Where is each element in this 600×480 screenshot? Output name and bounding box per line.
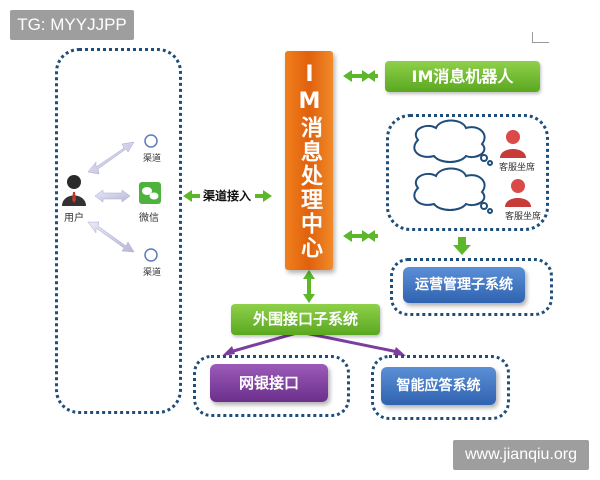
watermark-site: www.jianqiu.org xyxy=(453,440,589,470)
corner-mark xyxy=(532,32,549,43)
wechat-label: 微信 xyxy=(139,213,159,224)
agent-1-label: 客服坐席 xyxy=(499,163,536,173)
agents-frame xyxy=(386,114,549,231)
smart-frame xyxy=(371,355,510,420)
im-bot-box: IM消息机器人 xyxy=(385,61,540,92)
cloud-2 xyxy=(413,167,493,214)
channel-bottom-label: 渠道 xyxy=(143,268,162,278)
user-to-wechat-arrow xyxy=(94,189,131,203)
user-channel-frame xyxy=(55,48,182,414)
user-to-channel-top-arrow xyxy=(87,141,135,175)
agent-2-label: 客服坐席 xyxy=(505,212,542,222)
channel-access-double-arrow xyxy=(183,190,272,202)
user-icon xyxy=(62,175,86,206)
user-label: 用户 xyxy=(64,213,84,224)
bank-frame xyxy=(193,355,350,417)
user-to-channel-bottom-arrow xyxy=(87,221,135,253)
channel-top-label: 渠道 xyxy=(143,154,162,164)
bank-box: 网银接口 xyxy=(210,364,328,402)
smart-box: 智能应答系统 xyxy=(381,367,496,405)
im-center-label: IM消息处理中心 xyxy=(297,61,322,260)
agent-2-icon xyxy=(505,179,531,207)
bot-double-arrow xyxy=(343,70,378,82)
ops-box: 运营管理子系统 xyxy=(403,267,525,303)
cloud-1 xyxy=(413,119,493,166)
watermark-tag: TG: MYYJJPP xyxy=(10,10,134,40)
agent-1-icon xyxy=(500,130,526,158)
center-external-double-arrow xyxy=(303,270,315,303)
im-center-box: IM消息处理中心 xyxy=(285,51,333,270)
ops-frame xyxy=(390,258,553,316)
channel-top-icon xyxy=(144,134,158,148)
external-to-smart-line xyxy=(299,330,406,356)
wechat-icon xyxy=(139,182,161,204)
agents-double-arrow xyxy=(343,230,378,242)
external-box: 外围接口子系统 xyxy=(231,304,380,335)
channel-access-label: 渠道接入 xyxy=(203,189,252,203)
agents-to-ops-arrow xyxy=(453,237,471,255)
channel-bottom-icon xyxy=(144,248,158,262)
external-to-bank-line xyxy=(222,330,301,356)
